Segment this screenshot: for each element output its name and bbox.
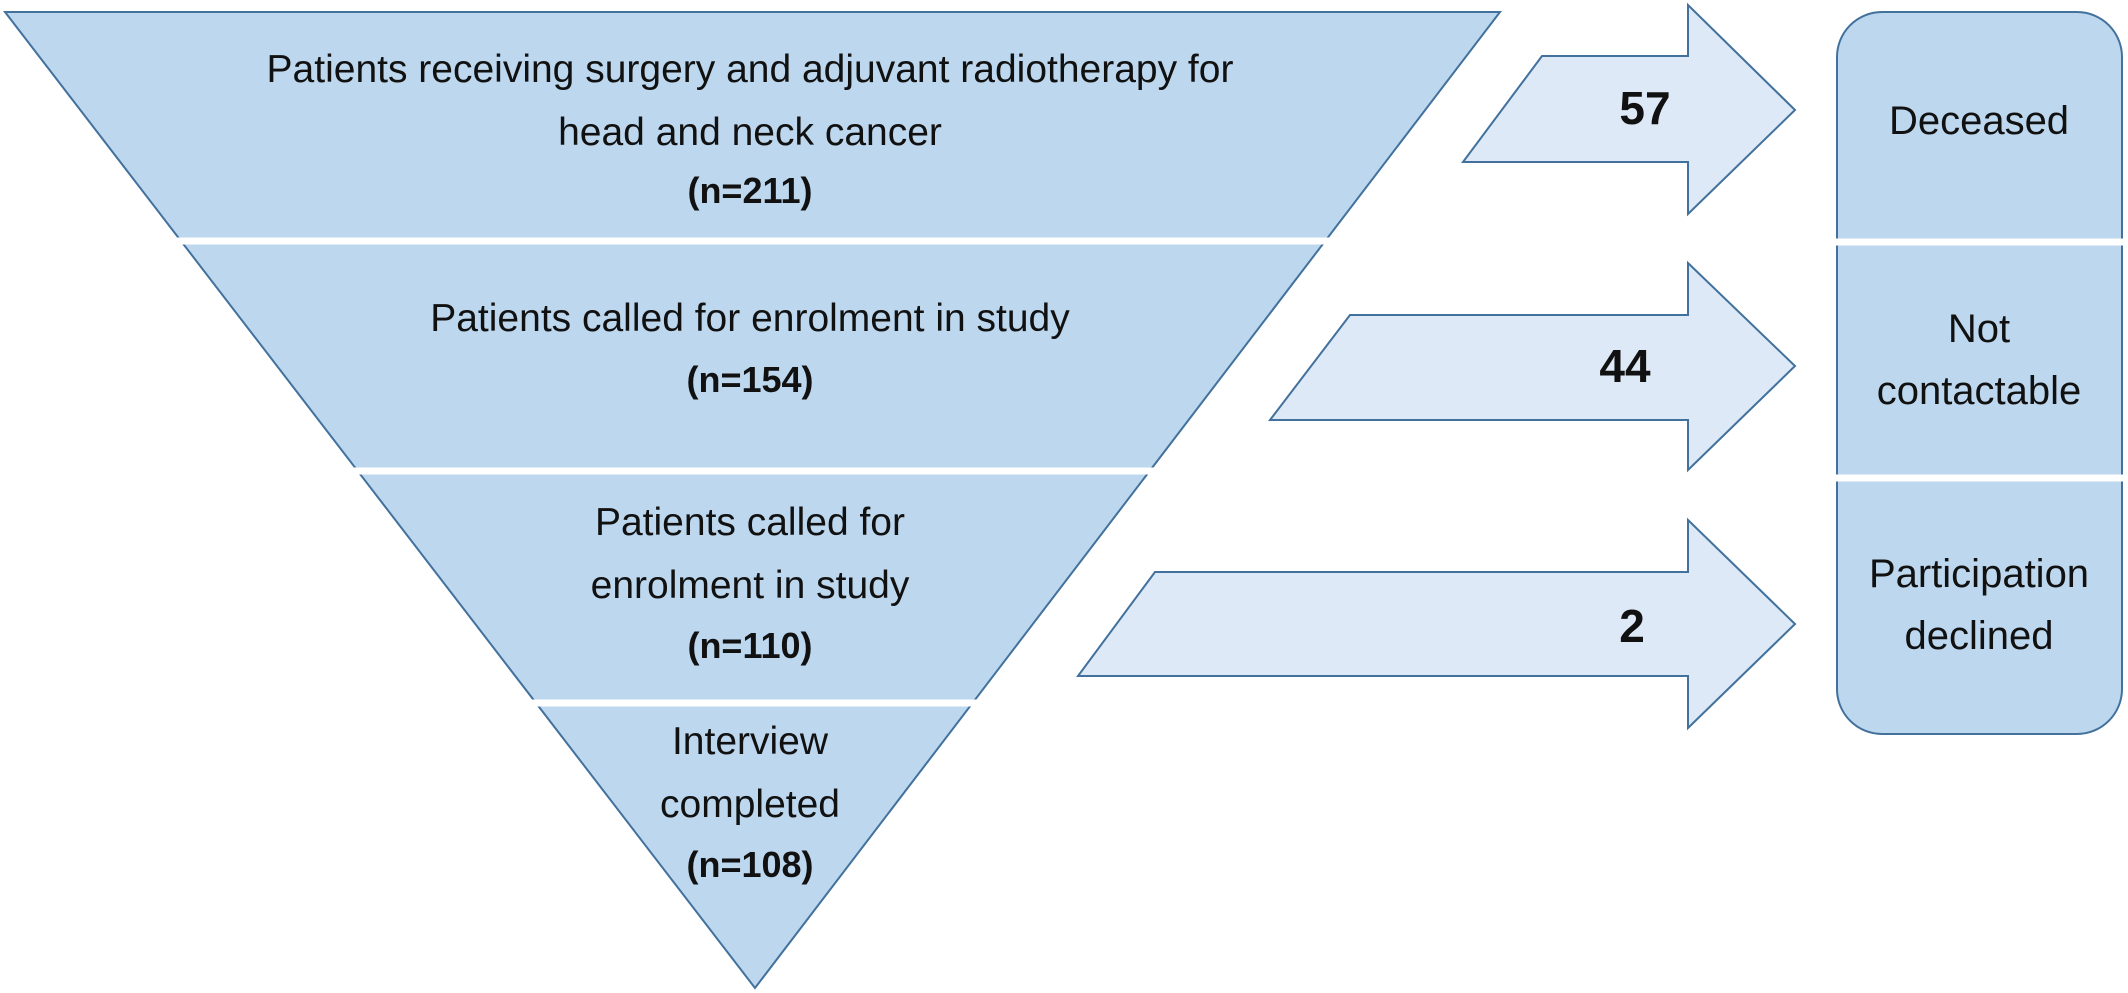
- stage-4-count: (n=108): [686, 844, 813, 885]
- stage-1-count: (n=211): [687, 170, 812, 211]
- outcome-declined-line-1: Participation: [1869, 552, 2089, 596]
- stage-3-count: (n=110): [687, 625, 812, 666]
- stage-3-line-2: enrolment in study: [591, 564, 910, 607]
- outcome-box: [1836, 11, 2123, 735]
- stage-4-line-2: completed: [660, 783, 840, 826]
- outcome-not-contactable-line-2: contactable: [1877, 369, 2082, 413]
- stage-2-count: (n=154): [686, 359, 813, 400]
- arrow-3: [1076, 517, 1797, 731]
- stage-4-line-1: Interview: [672, 720, 829, 763]
- arrow-2: [1267, 260, 1797, 473]
- arrow-3-value: 2: [1619, 600, 1645, 652]
- stage-1-line-1: Patients receiving surgery and adjuvant …: [267, 48, 1234, 91]
- outcome-declined-line-2: declined: [1904, 614, 2053, 658]
- stage-1-line-2: head and neck cancer: [558, 111, 942, 154]
- outcome-not-contactable-line-1: Not: [1948, 307, 2010, 351]
- arrow-1-value: 57: [1619, 82, 1670, 134]
- outcome-deceased: Deceased: [1889, 99, 2069, 143]
- stage-2-line-1: Patients called for enrolment in study: [430, 297, 1070, 340]
- funnel-shape: [2, 11, 1503, 990]
- stage-3-line-1: Patients called for: [595, 501, 905, 544]
- arrow-1: [1461, 2, 1797, 217]
- arrow-2-value: 44: [1599, 340, 1651, 392]
